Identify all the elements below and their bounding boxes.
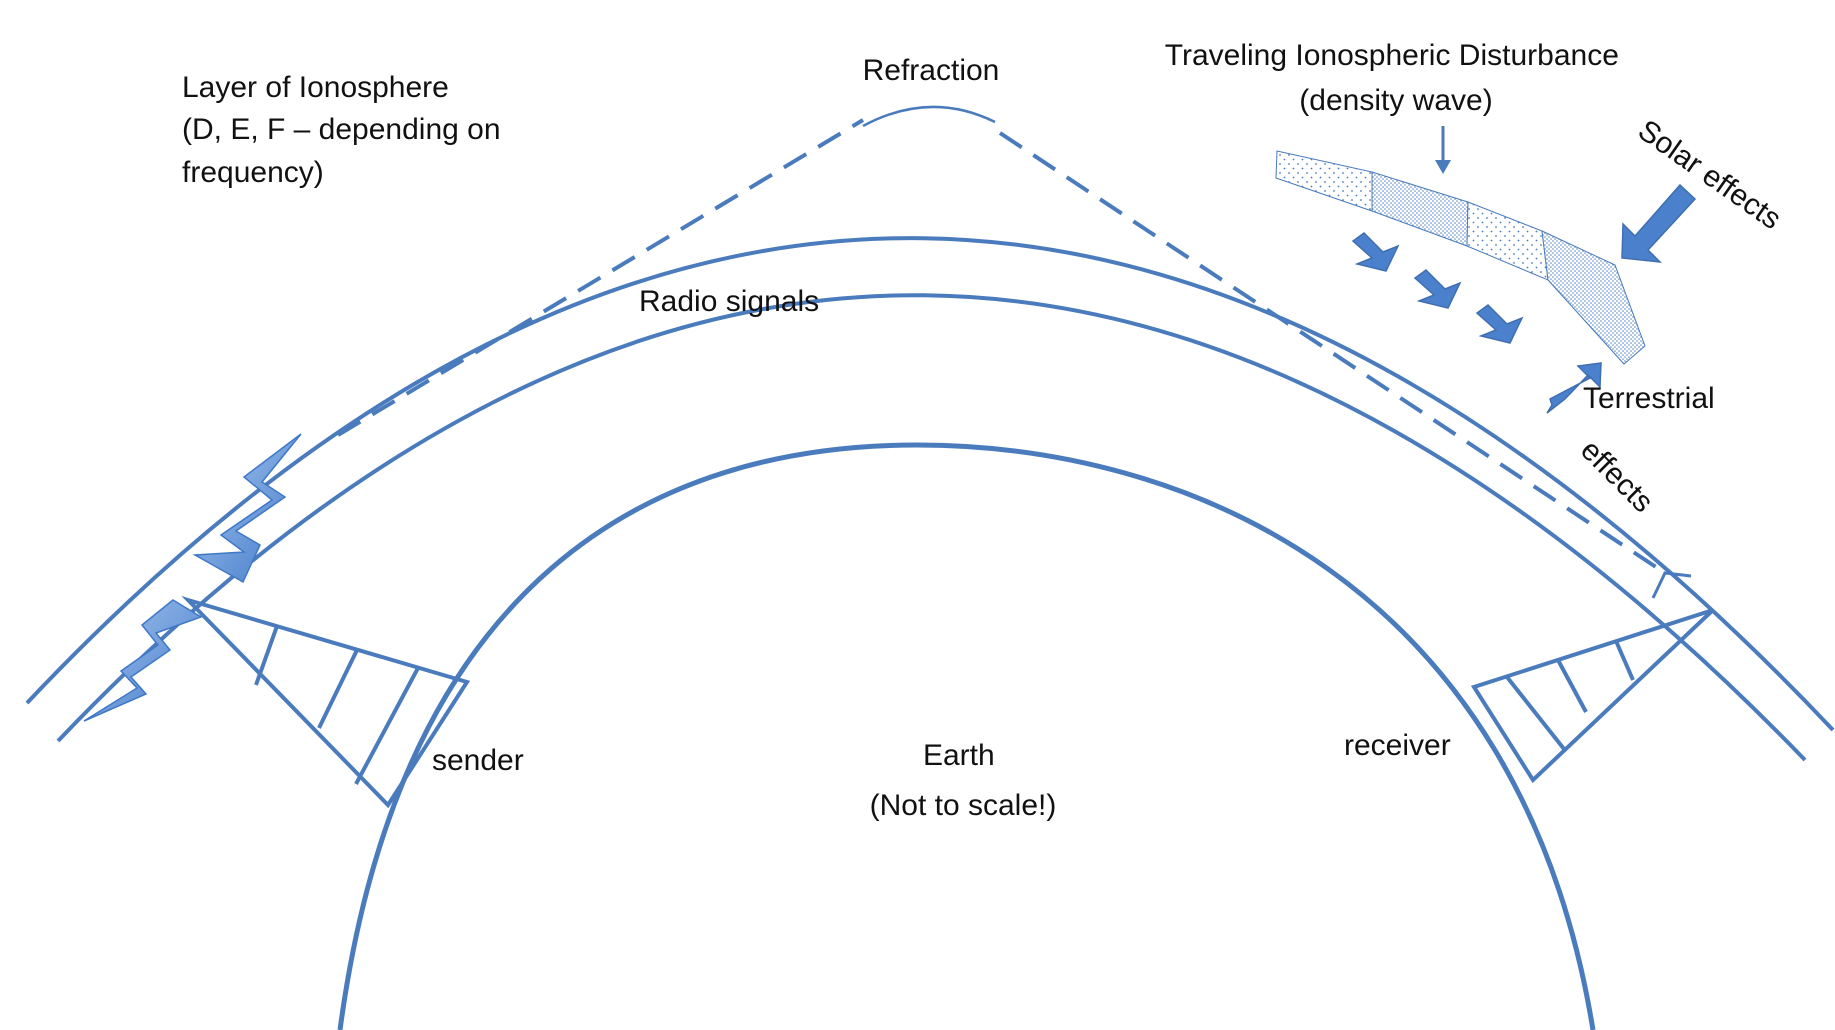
terrestrial-effects-label: Terrestrial	[1583, 382, 1715, 415]
receiver-antenna	[1470, 608, 1715, 784]
ionosphere-layer-label: Layer of Ionosphere (D, E, F – depending…	[182, 71, 509, 189]
radio-signals-label: Radio signals	[639, 285, 819, 318]
ionosphere-outer-boundary	[25, 236, 1835, 732]
tid-pointer-arrowhead	[1435, 160, 1451, 174]
density-wave-sparse-2	[1466, 201, 1549, 281]
sender-label: sender	[432, 744, 524, 777]
ionosphere-inner-boundary	[56, 293, 1807, 762]
tid-line-2: (density wave)	[1299, 84, 1492, 117]
sender-antenna	[181, 595, 471, 809]
earth-outline	[337, 442, 1596, 1030]
wave-arrow-1	[1351, 232, 1400, 272]
lightning-bolt-lower-icon	[83, 599, 203, 722]
refraction-bump	[862, 105, 996, 128]
wave-arrow-2	[1413, 269, 1462, 309]
tid-label: Traveling Ionospheric Disturbance (densi…	[1165, 39, 1627, 117]
wave-motion-arrows	[1351, 232, 1524, 344]
tid-line-1: Traveling Ionospheric Disturbance	[1165, 39, 1619, 72]
radio-signal-path-up	[336, 118, 865, 437]
wave-arrow-3	[1475, 304, 1524, 344]
solar-effects-arrow	[1621, 183, 1697, 263]
ionosphere-layer-line-1: Layer of Ionosphere	[182, 71, 449, 104]
earth-line-2: (Not to scale!)	[870, 789, 1057, 822]
ionosphere-layer-line-3: frequency)	[182, 156, 324, 189]
refraction-label: Refraction	[863, 54, 1000, 87]
ionosphere-layer-line-2: (D, E, F – depending on	[182, 113, 501, 146]
lightning-bolt-upper-icon	[192, 433, 302, 584]
terrestrial-effects-arrow	[1546, 362, 1602, 414]
density-wave-dense-2	[1541, 230, 1646, 365]
earth-label: Earth (Not to scale!)	[870, 739, 1057, 822]
terrestrial-effects-label-line-2: effects	[1574, 434, 1659, 519]
terrestrial-line-1: Terrestrial	[1583, 382, 1715, 415]
radio-signal-path-down	[998, 131, 1667, 575]
density-wave-band	[1275, 150, 1646, 365]
earth-line-1: Earth	[923, 739, 995, 772]
receiver-label: receiver	[1344, 729, 1451, 762]
density-wave-sparse-1	[1275, 150, 1373, 212]
density-wave-dense-1	[1371, 171, 1469, 247]
receiver-signal-arrowhead	[1651, 571, 1692, 599]
